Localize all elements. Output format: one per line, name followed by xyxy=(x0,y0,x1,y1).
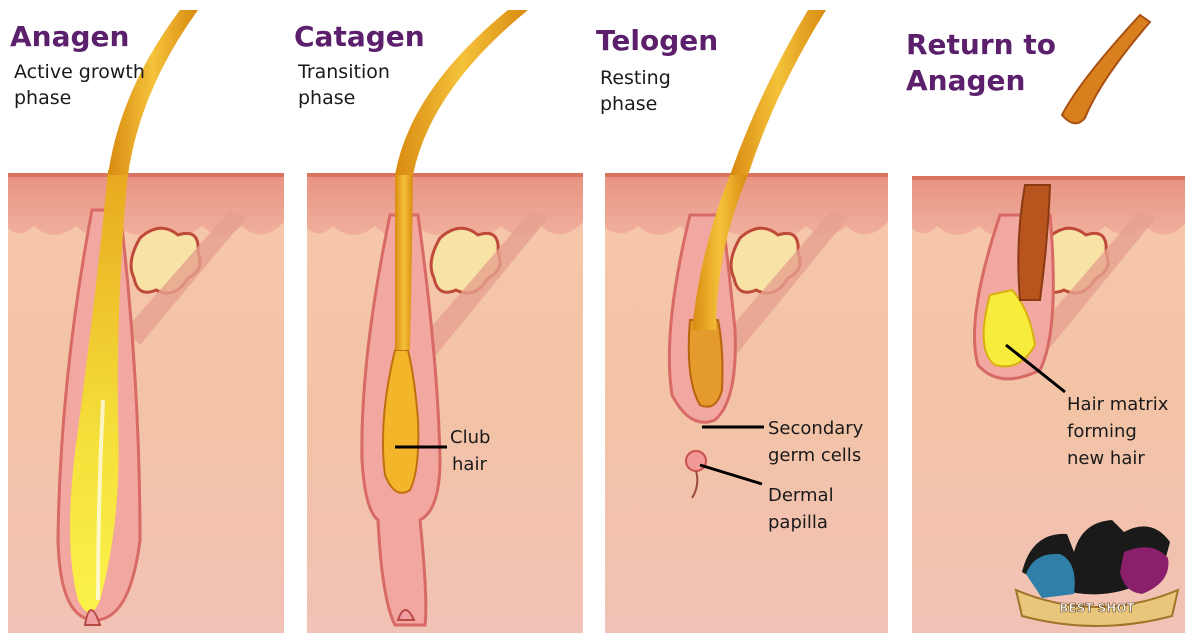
label-germ-cells-line1: Secondary xyxy=(768,416,863,441)
stage-subtitle-catagen-line1: Transition xyxy=(298,60,390,85)
label-club-hair-line2: hair xyxy=(452,452,487,477)
stage-title-return-line2: Anagen xyxy=(906,64,1025,98)
label-hair-matrix-line1: Hair matrix xyxy=(1067,392,1168,417)
label-hair-matrix-line2: forming xyxy=(1067,419,1137,444)
logo-text: BEST SHOT xyxy=(1059,601,1135,615)
label-germ-cells-line2: germ cells xyxy=(768,443,861,468)
stage-title-return-line1: Return to xyxy=(906,28,1056,62)
label-dermal-papilla-line1: Dermal xyxy=(768,483,834,508)
stage-subtitle-anagen-line2: phase xyxy=(14,86,71,111)
label-hair-matrix-line3: new hair xyxy=(1067,446,1145,471)
stage-subtitle-telogen-line2: phase xyxy=(600,92,657,117)
label-club-hair-line1: Club xyxy=(450,425,490,450)
stage-subtitle-telogen-line1: Resting xyxy=(600,66,671,91)
stage-title-telogen: Telogen xyxy=(596,24,718,58)
label-dermal-papilla-line2: papilla xyxy=(768,510,828,535)
stage-subtitle-anagen-line1: Active growth xyxy=(14,60,145,85)
horse-dog-cat-logo-icon: BEST SHOT xyxy=(1012,512,1182,630)
stage-subtitle-catagen-line2: phase xyxy=(298,86,355,111)
stage-title-anagen: Anagen xyxy=(10,20,129,54)
stage-title-catagen: Catagen xyxy=(294,20,425,54)
